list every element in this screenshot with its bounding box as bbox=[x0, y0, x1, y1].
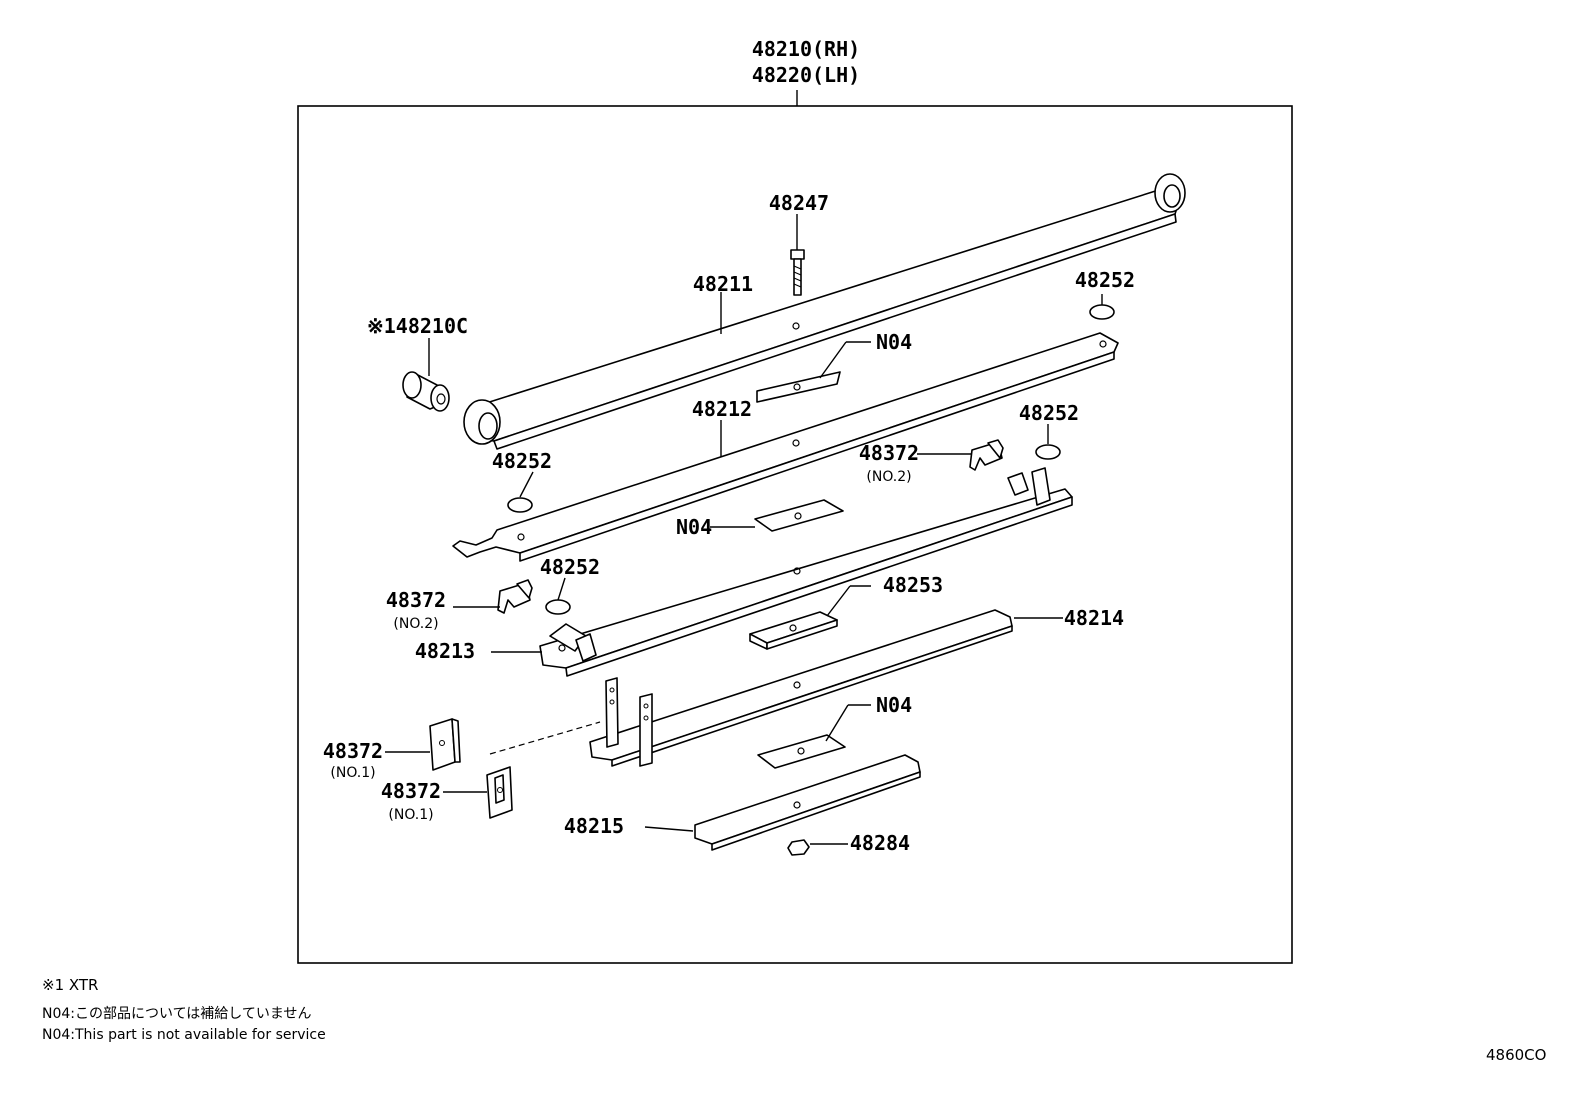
label-48253: 48253 bbox=[883, 573, 943, 597]
footnote-n04-japanese: N04:この部品については補給していません bbox=[42, 1006, 312, 1022]
footnote-xtr: ※1 XTR bbox=[42, 976, 99, 994]
label-n04-top: N04 bbox=[876, 330, 912, 354]
clip-48372-no2-left bbox=[497, 579, 533, 614]
bushing-48210c bbox=[402, 371, 450, 412]
center-bolt-48247 bbox=[790, 249, 805, 296]
clip-48372-no2-right bbox=[969, 439, 1004, 471]
footnote-n04-english: N04:This part is not available for servi… bbox=[42, 1027, 326, 1043]
n04-pad-top bbox=[756, 371, 841, 403]
label-48372-no1-lower: 48372 bbox=[381, 779, 441, 803]
label-48214: 48214 bbox=[1064, 606, 1124, 630]
label-48215: 48215 bbox=[564, 814, 624, 838]
label-48372-no2-left-sub: (NO.2) bbox=[393, 616, 438, 632]
main-leaf-48211 bbox=[463, 173, 1186, 450]
clip-48372-no1-lower bbox=[486, 766, 513, 819]
assembly-label-rh: 48210(RH) bbox=[752, 37, 860, 61]
second-leaf-48212 bbox=[452, 332, 1119, 562]
label-48284: 48284 bbox=[850, 831, 910, 855]
label-48252-left: 48252 bbox=[492, 449, 552, 473]
third-leaf-48213 bbox=[539, 467, 1073, 677]
fifth-leaf-48215 bbox=[694, 754, 921, 851]
label-n04-middle: N04 bbox=[676, 515, 712, 539]
silencer-48252-lower-left bbox=[545, 599, 571, 615]
label-48372-no2-left: 48372 bbox=[386, 588, 446, 612]
silencer-48252-mid-right bbox=[1035, 444, 1061, 460]
label-n04-bottom: N04 bbox=[876, 693, 912, 717]
silencer-48252-left bbox=[507, 497, 533, 513]
label-48372-no1-upper-sub: (NO.1) bbox=[330, 765, 375, 781]
assembly-label-lh: 48220(LH) bbox=[752, 63, 860, 87]
label-48210c: ※148210C bbox=[367, 314, 468, 338]
fourth-leaf-48214 bbox=[589, 609, 1013, 767]
label-48212: 48212 bbox=[692, 397, 752, 421]
leader-lines bbox=[385, 214, 1103, 845]
label-48252-lower: 48252 bbox=[540, 555, 600, 579]
label-48252-top: 48252 bbox=[1075, 268, 1135, 292]
label-48372-no1-lower-sub: (NO.1) bbox=[388, 807, 433, 823]
label-48211: 48211 bbox=[693, 272, 753, 296]
label-48213: 48213 bbox=[415, 639, 475, 663]
label-48372-no1-upper: 48372 bbox=[323, 739, 383, 763]
clip-assembly-dash-line bbox=[489, 721, 601, 755]
nut-48284 bbox=[787, 839, 810, 856]
label-48372-no2-right-sub: (NO.2) bbox=[866, 469, 911, 485]
n04-pad-middle bbox=[754, 499, 844, 532]
label-48252-mid-right: 48252 bbox=[1019, 401, 1079, 425]
assembly-frame bbox=[297, 105, 1293, 964]
label-48372-no2-right: 48372 bbox=[859, 441, 919, 465]
silencer-48252-top-right bbox=[1089, 304, 1115, 320]
label-48247: 48247 bbox=[769, 191, 829, 215]
spacer-48253 bbox=[749, 611, 838, 650]
clip-48372-no1-upper bbox=[429, 718, 461, 771]
catalog-code: 4860CO bbox=[1486, 1046, 1547, 1064]
n04-pad-bottom bbox=[757, 734, 846, 769]
